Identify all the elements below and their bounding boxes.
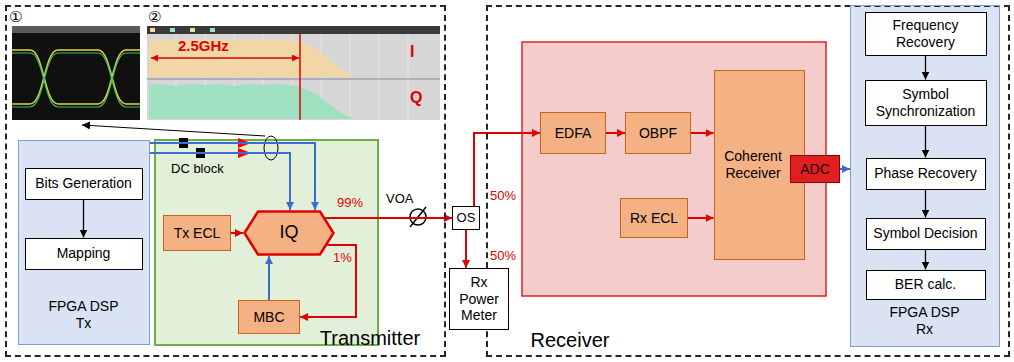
process-box: Symbol Synchronization	[865, 80, 987, 126]
node-text: Rx	[916, 321, 933, 338]
signal-label: I	[410, 42, 414, 61]
node-text: EDFA	[555, 125, 592, 142]
process-box: BER calc.	[866, 270, 986, 300]
node-text: Tx	[76, 315, 92, 332]
hexagon-outline	[245, 212, 334, 255]
node-text: Frequency Recovery	[870, 17, 982, 51]
toolbar-icon	[190, 28, 195, 32]
node-text: Transmitter	[320, 326, 420, 350]
process-box: Bits Generation	[25, 168, 143, 200]
node-text: IQ	[279, 222, 298, 244]
signal-label: Q	[410, 88, 422, 107]
probe-ellipse	[264, 136, 278, 160]
fpga-dsp-panel: FPGA DSPTx Bits GenerationMapping	[18, 140, 150, 345]
process-box: Phase Recovery	[866, 158, 986, 190]
fpga-dsp-panel: FPGA DSPRx Frequency RecoverySymbol Synch…	[850, 5, 1000, 347]
process-box: Mapping	[25, 238, 143, 270]
filter-box: OBPF	[625, 112, 691, 154]
transmitter-region: Transmitter FPGA DSPTx Bits GenerationMapp…	[5, 5, 446, 357]
node-text: FPGA DSP	[889, 304, 959, 321]
split-ratio: 1%	[333, 250, 352, 266]
callout-number: ①	[9, 8, 22, 26]
node-text: FPGA DSP	[48, 298, 118, 315]
connector	[925, 190, 926, 218]
connector	[925, 126, 926, 158]
amplifier-box: EDFA	[540, 112, 606, 154]
toolbar-icon	[170, 28, 175, 32]
spectrum-screen	[147, 26, 440, 120]
connector	[83, 200, 84, 238]
node-text: Receiver	[531, 328, 610, 352]
connector	[691, 132, 714, 134]
connector	[150, 143, 315, 210]
laser-box: Tx ECL	[163, 215, 231, 251]
split-ratio: 50%	[490, 188, 516, 204]
process-box: Frequency Recovery	[865, 12, 987, 56]
node-text: Tx ECL	[174, 225, 221, 242]
pointer-arrow	[82, 125, 265, 136]
adc-box: ADC	[790, 155, 840, 183]
node-text: BER calc.	[895, 276, 956, 293]
splitter-box: OS	[452, 206, 480, 230]
node-text: Rx ECL	[630, 210, 678, 227]
transmitter-optics-panel	[155, 140, 378, 345]
bandwidth-label: 2.5GHz	[178, 37, 229, 55]
eye-trace	[12, 53, 140, 107]
connector	[231, 232, 243, 234]
node-text: Mapping	[57, 245, 111, 262]
eye-diagram-screen	[12, 26, 140, 120]
connector	[300, 245, 356, 317]
connector	[465, 230, 467, 268]
node-text: MBC	[253, 309, 284, 326]
node-text: OBPF	[639, 125, 677, 142]
fpga-panel-fill	[18, 140, 150, 345]
node-text: ADC	[800, 161, 830, 178]
node-text: Symbol Synchronization	[870, 86, 982, 120]
panel-divider	[147, 79, 440, 80]
laser-box: Rx ECL	[620, 198, 688, 238]
eye-trace	[12, 50, 140, 104]
component-label: DC block	[171, 161, 224, 177]
receiver-region: Receiver EDFA OBPF Rx ECL Coherent Receiver A…	[486, 5, 1010, 357]
spectrum-q	[149, 84, 355, 119]
node-text: Coherent Receiver	[719, 148, 788, 182]
screen-toolbar	[147, 26, 440, 34]
split-ratio: 99%	[337, 195, 363, 211]
toolbar-icon	[150, 28, 155, 32]
connector	[840, 168, 850, 170]
connector	[268, 256, 270, 300]
bandwidth-arrow	[151, 57, 299, 59]
connector	[925, 250, 926, 270]
callout-number: ②	[148, 8, 161, 26]
screen-toolbar	[12, 26, 140, 33]
connector	[150, 153, 290, 210]
connector	[474, 133, 540, 206]
node-text: OS	[457, 210, 476, 226]
connector	[688, 217, 714, 219]
connector	[925, 56, 926, 80]
receiver-optics-panel	[522, 42, 826, 296]
bias-controller-box: MBC	[238, 300, 300, 334]
iq-modulator-hexagon: IQ	[243, 210, 335, 256]
node-text: Phase Recovery	[874, 165, 977, 182]
frequency-marker	[299, 34, 301, 120]
connector	[606, 132, 625, 134]
split-ratio: 50%	[490, 248, 516, 264]
component-label: VOA	[386, 191, 413, 207]
power-meter-box: Rx Power Meter	[449, 268, 509, 330]
node-text: Bits Generation	[35, 175, 132, 192]
process-box: Symbol Decision	[866, 218, 986, 250]
node-text: Rx Power Meter	[454, 274, 504, 324]
fpga-panel-fill	[850, 5, 1000, 347]
node-text: Symbol Decision	[873, 225, 977, 242]
toolbar-icon	[210, 28, 215, 32]
connector	[325, 217, 452, 219]
